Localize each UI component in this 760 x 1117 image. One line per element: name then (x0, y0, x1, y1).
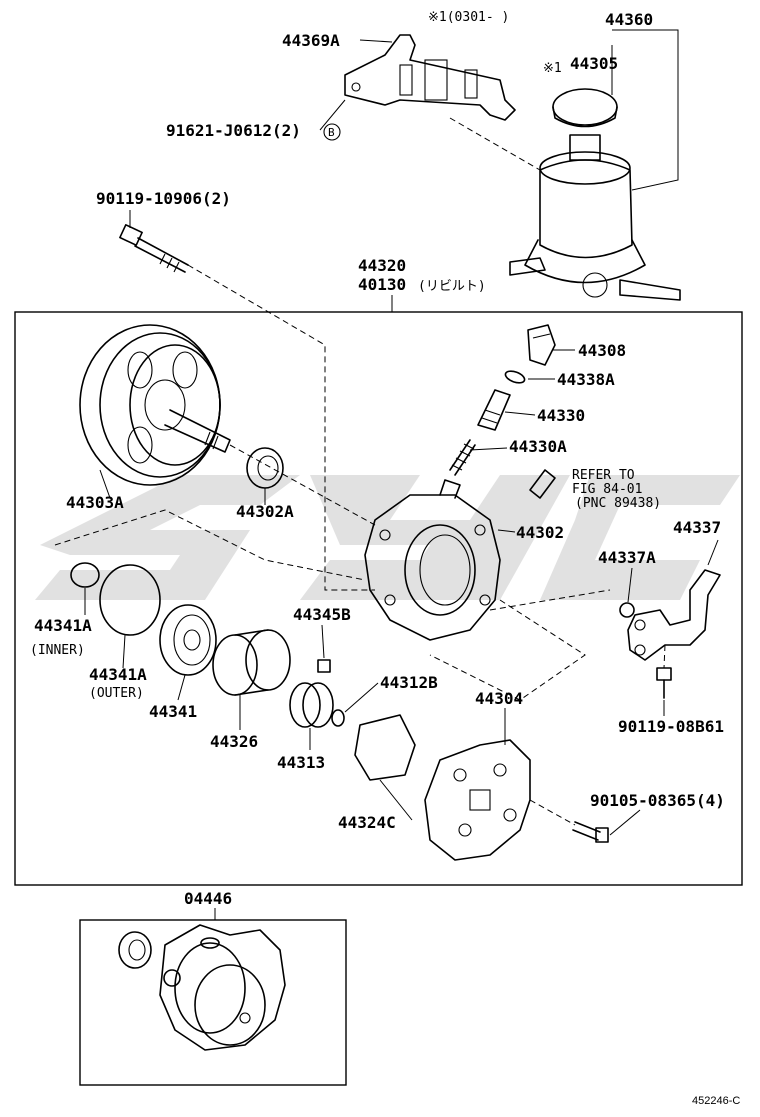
label-44341A-outer: 44341A (89, 665, 147, 684)
plate-44341 (159, 604, 217, 676)
label-44305: 44305 (570, 54, 618, 73)
housing-44304 (424, 739, 531, 861)
gasket-44324C (354, 714, 416, 781)
part-labels: 44369A ※1(0301- ) 44360 ※1 44305 91621-J… (30, 10, 740, 1107)
label-44337A: 44337A (598, 548, 656, 567)
label-44302: 44302 (516, 523, 564, 542)
label-04446: 04446 (184, 889, 232, 908)
label-outer: (OUTER) (89, 686, 144, 701)
label-91621: 91621-J0612(2) (166, 121, 301, 140)
circle-b-marker (323, 123, 341, 141)
label-44369A: 44369A (282, 31, 340, 50)
label-refer-line3: (PNC 89438) (575, 496, 661, 511)
label-note1-header: ※1(0301- ) (428, 10, 509, 25)
label-circle-b: B (328, 126, 335, 139)
oring-44337A (619, 602, 635, 618)
figure-id: 452246-C (692, 1095, 740, 1107)
oring-44338A (504, 370, 526, 384)
label-44345B: 44345B (293, 605, 351, 624)
clip-44312B (331, 709, 345, 727)
kit-frame (79, 919, 347, 1086)
spring-44330A (449, 439, 476, 476)
bolt-90105 (572, 821, 609, 843)
label-44341A-inner: 44341A (34, 616, 92, 635)
label-refer-line2: FIG 84-01 (572, 482, 642, 497)
assembly-frame (14, 311, 743, 886)
label-44338A: 44338A (557, 370, 615, 389)
oring-44341A-inner (70, 562, 100, 588)
label-inner: (INNER) (30, 643, 85, 658)
label-44341: 44341 (149, 702, 197, 721)
sensor-refer (529, 469, 556, 499)
bolt-90119-10906 (119, 224, 189, 273)
housing-44302 (364, 479, 501, 641)
label-44326: 44326 (210, 732, 258, 751)
label-90119-10906: 90119-10906(2) (96, 189, 231, 208)
label-40130: 40130 (358, 275, 406, 294)
pin-44345B (317, 659, 331, 673)
oring-44341A-outer (99, 564, 161, 636)
bolt-90119-08B61 (656, 667, 672, 699)
label-44330A: 44330A (509, 437, 567, 456)
label-44320: 44320 (358, 256, 406, 275)
label-44303A: 44303A (66, 493, 124, 512)
label-44360: 44360 (605, 10, 653, 29)
label-44308: 44308 (578, 341, 626, 360)
label-44302A: 44302A (236, 502, 294, 521)
leader-lines (84, 29, 719, 920)
label-note1-mark: ※1 (543, 61, 562, 76)
label-90105: 90105-08365(4) (590, 791, 725, 810)
pulley-44303A (79, 324, 231, 486)
label-refer-line1: REFER TO (572, 468, 635, 483)
union-44337 (627, 569, 721, 661)
bracket-44369A (344, 34, 516, 121)
valve-44330 (477, 389, 511, 431)
label-44324C: 44324C (338, 813, 396, 832)
kit-04446-parts (118, 924, 286, 1051)
label-44304: 44304 (475, 689, 523, 708)
ring-44326 (212, 629, 291, 696)
connector-44308 (527, 324, 556, 366)
label-44330: 44330 (537, 406, 585, 425)
assembly-lines (54, 117, 666, 826)
label-90119-08B61: 90119-08B61 (618, 717, 724, 736)
label-44312B: 44312B (380, 673, 438, 692)
label-rebuilt: (リビルト) (418, 279, 486, 294)
label-44337: 44337 (673, 518, 721, 537)
label-44313: 44313 (277, 753, 325, 772)
rotor-44313 (289, 682, 334, 728)
reservoir-44360 (509, 88, 681, 301)
